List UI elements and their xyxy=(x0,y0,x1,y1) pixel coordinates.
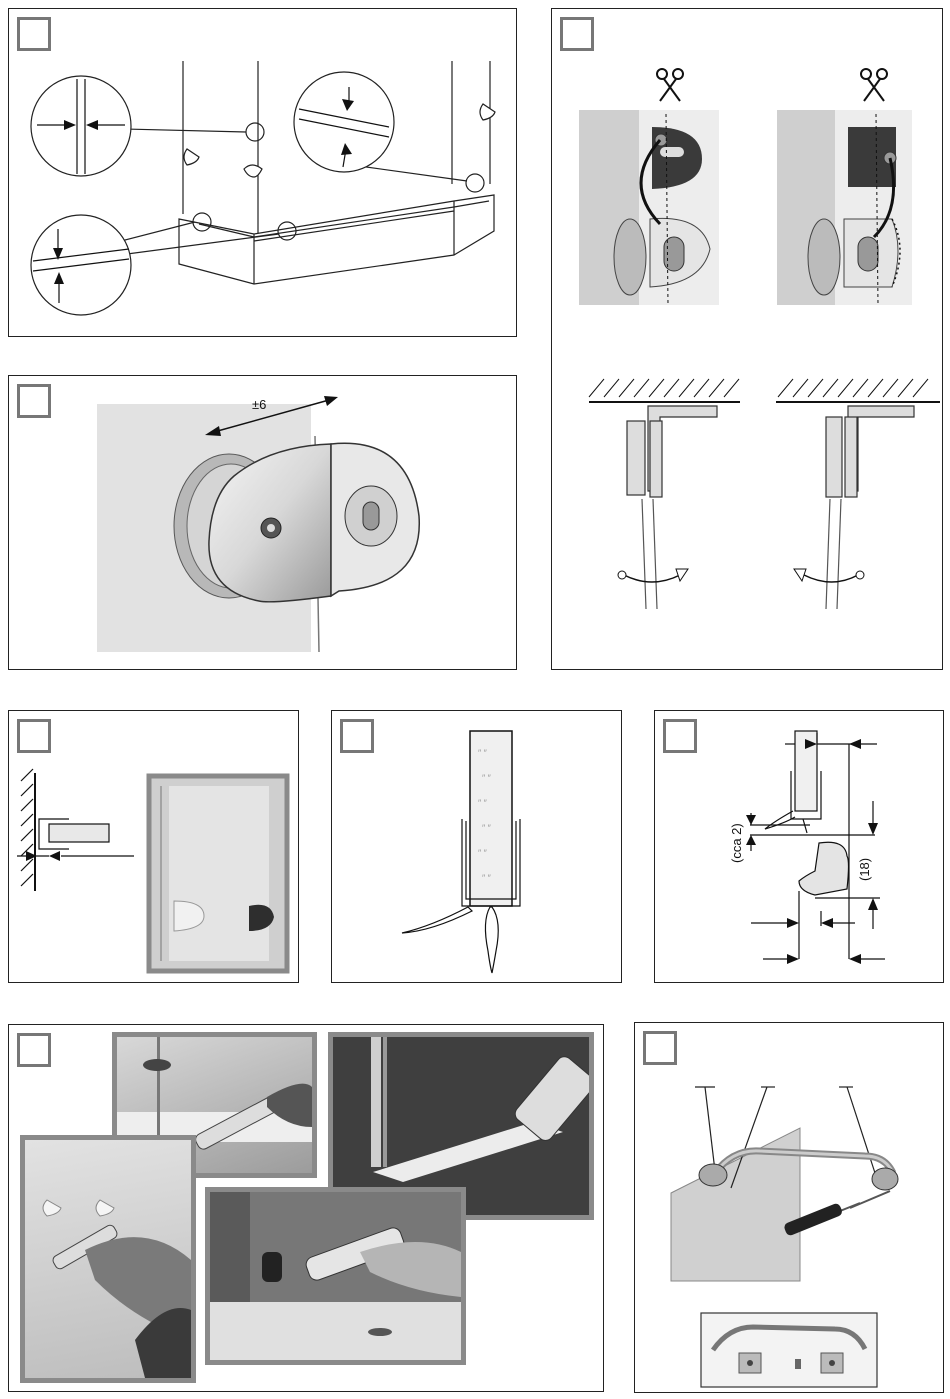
svg-text:″ ″: ″ ″ xyxy=(482,873,492,883)
step-number-box xyxy=(663,719,697,753)
gap-dimension-label: (cca 2) xyxy=(729,823,744,863)
panel-silicone xyxy=(8,1024,604,1392)
parts-inset xyxy=(701,1313,877,1387)
panel-hinge-adjustment: ±6 xyxy=(8,375,517,670)
panel-profile-dimensions: (cca 2) (18) xyxy=(654,710,944,983)
step-number-box xyxy=(17,1033,51,1067)
alignment-illustration xyxy=(9,9,517,337)
hinge-adjustment-illustration: ±6 xyxy=(9,376,517,670)
step-number-box xyxy=(17,17,51,51)
svg-text:″ ″: ″ ″ xyxy=(482,823,492,833)
scissors-icon xyxy=(861,69,887,101)
step-number-box xyxy=(17,384,51,418)
seal-section-illustration: ″ ″ ″ ″ ″ ″ ″ ″ ″ ″ ″ ″ xyxy=(332,711,622,983)
panel-wall-profile xyxy=(8,710,299,983)
step-number-box xyxy=(643,1031,677,1065)
step-number-box xyxy=(560,17,594,51)
adjustment-dimension-label: ±6 xyxy=(252,397,266,412)
profile-dimensions-illustration: (cca 2) (18) xyxy=(655,711,944,983)
photo-seal-hinge xyxy=(205,1187,466,1365)
scissors-icon xyxy=(657,69,683,101)
step-number-box xyxy=(17,719,51,753)
panel-seal-section: ″ ″ ″ ″ ″ ″ ″ ″ ″ ″ ″ ″ xyxy=(331,710,622,983)
svg-text:″ ″: ″ ″ xyxy=(478,798,488,808)
step-number-box xyxy=(340,719,374,753)
photo-seal-profile xyxy=(20,1135,196,1383)
svg-text:″ ″: ″ ″ xyxy=(478,748,488,758)
rotate-right-icon xyxy=(618,569,688,582)
panel-handle xyxy=(634,1022,944,1393)
svg-text:″ ″: ″ ″ xyxy=(482,773,492,783)
svg-text:″ ″: ″ ″ xyxy=(478,848,488,858)
trim-hinge-illustration xyxy=(552,9,943,670)
handle-illustration xyxy=(635,1023,944,1393)
height-dimension-label: (18) xyxy=(857,858,872,881)
wall-profile-illustration xyxy=(9,711,299,983)
panel-trim-hinge xyxy=(551,8,943,670)
panel-alignment xyxy=(8,8,517,337)
rotate-left-icon xyxy=(794,569,864,582)
